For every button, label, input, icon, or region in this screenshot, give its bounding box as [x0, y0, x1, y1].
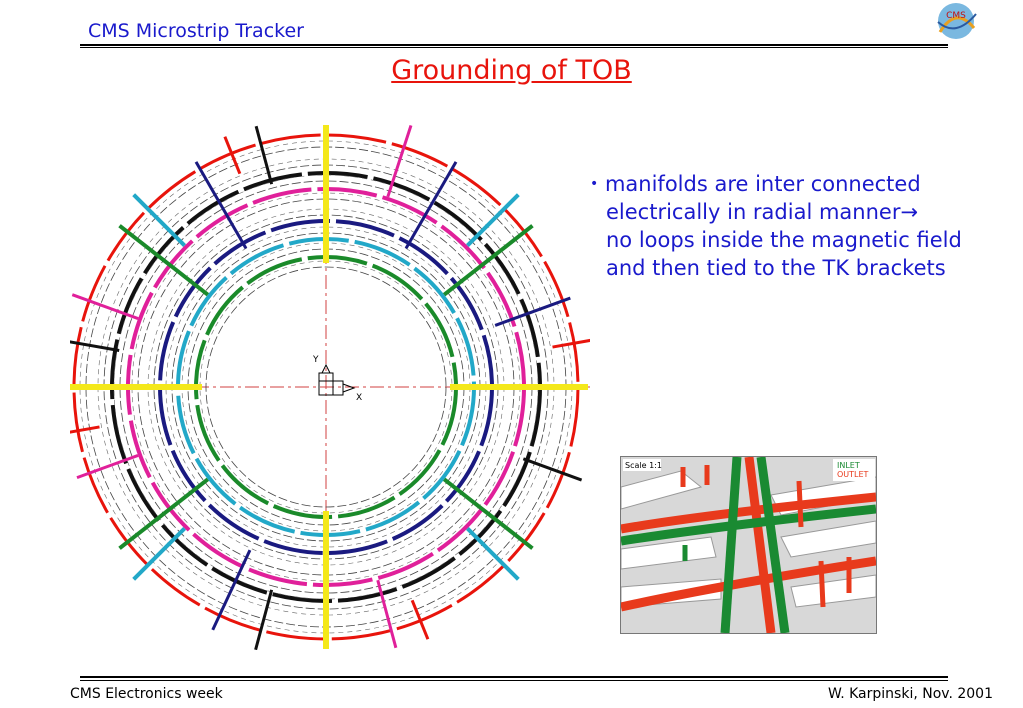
ground-connector-6 [132, 193, 186, 247]
header-divider-thin [80, 47, 948, 48]
inlet-pipes [621, 457, 876, 633]
ground-connector-28 [410, 599, 430, 640]
slide-title: Grounding of TOB [391, 55, 632, 86]
bullet-line-2: electrically in radial manner→ [606, 200, 919, 224]
branch-pipes [680, 465, 852, 608]
ground-connector-16 [211, 549, 252, 631]
module-ring-1 [205, 266, 447, 508]
ground-connector-8 [466, 527, 520, 581]
ground-connector-13 [404, 161, 458, 250]
manifold-detail-photo: Scale 1:1 INLET OUTLET [620, 456, 877, 634]
footer-divider-thin [80, 680, 948, 681]
bullet-line-1: manifolds are inter connected [604, 172, 921, 196]
ground-connector-22 [254, 589, 274, 650]
ground-connector-20 [76, 453, 139, 480]
ground-connector-12 [442, 477, 534, 550]
legend-inlet: INLET [837, 461, 860, 470]
ground-connector-25 [552, 338, 590, 349]
ground-connector-19 [376, 579, 398, 649]
ground-connector-9 [442, 224, 534, 297]
footer-author-date: W. Karpinski, Nov. 2001 [827, 686, 993, 702]
scale-label: Scale 1:1 [625, 461, 662, 470]
axis-y-label: Y [312, 355, 319, 365]
ground-connector-18 [71, 293, 139, 321]
ground-connector-21 [254, 125, 274, 185]
ground-connector-26 [223, 136, 242, 175]
outlet-pipes [621, 457, 876, 633]
bullet-marker: • [590, 176, 599, 192]
ground-connector-17 [386, 125, 413, 198]
ground-connectors [70, 125, 590, 650]
ground-connector-14 [194, 161, 248, 250]
axis-x-label: X [356, 393, 362, 403]
cms-logo: CMS [934, 2, 978, 40]
header-divider [80, 44, 948, 46]
footer-event: CMS Electronics week [70, 686, 223, 702]
ground-connector-23 [522, 457, 583, 482]
tob-cross-section-diagram: Y X [70, 125, 590, 650]
bullet-line-4: and then tied to the TK brackets [606, 256, 946, 280]
logo-text: CMS [946, 11, 966, 21]
ground-connector-10 [118, 224, 210, 297]
axis-marker [318, 363, 356, 396]
legend-outlet: OUTLET [837, 470, 869, 479]
ground-connector-24 [70, 340, 120, 353]
bullet-list: • manifolds are inter connected electric… [590, 170, 962, 282]
ground-connector-15 [494, 296, 571, 327]
bullet-item: • manifolds are inter connected [590, 170, 962, 198]
ground-connector-27 [70, 425, 100, 434]
bullet-line-3: no loops inside the magnetic field [606, 228, 962, 252]
ground-connector-7 [132, 527, 186, 581]
ground-connector-11 [118, 477, 210, 550]
footer-divider [80, 676, 948, 678]
header-title: CMS Microstrip Tracker [88, 20, 304, 42]
ground-connector-5 [466, 193, 520, 247]
